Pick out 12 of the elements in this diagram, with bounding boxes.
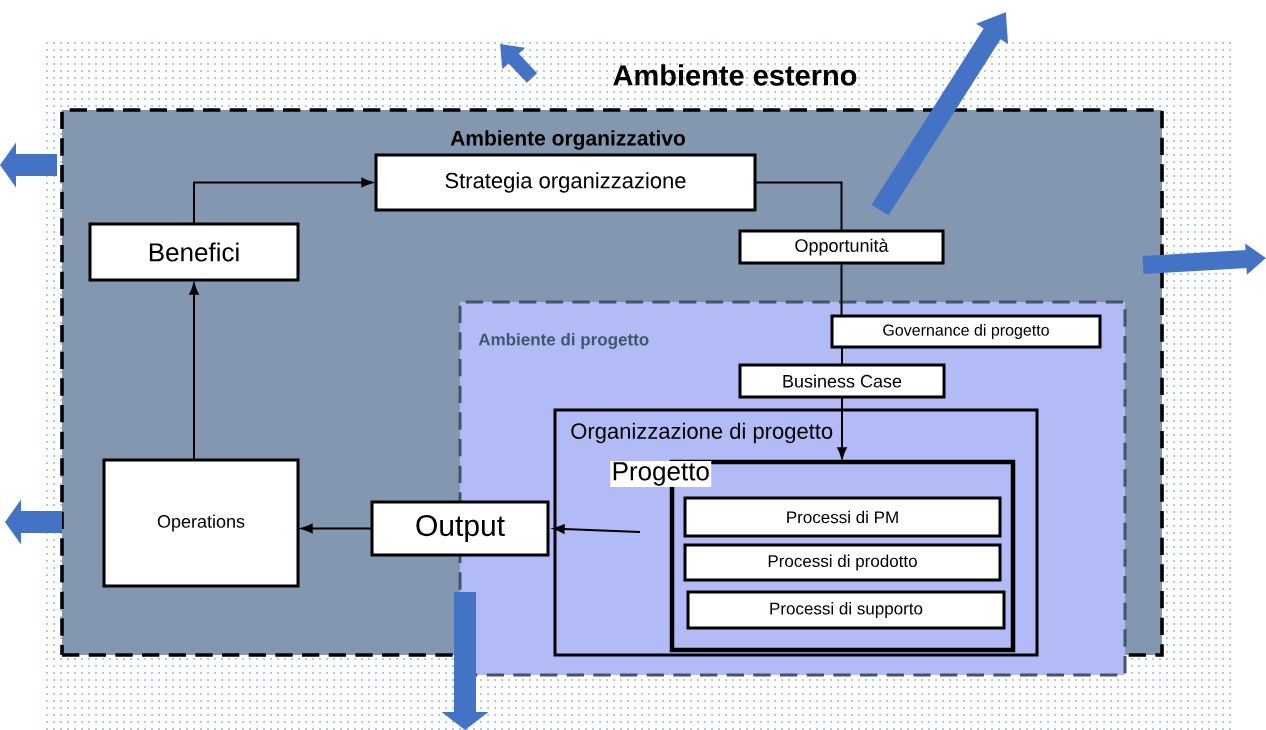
process-box: Strategia organizzazione: [374, 153, 757, 212]
process-box: Governance di progetto: [830, 314, 1102, 349]
process-box: Processi di supporto: [686, 590, 1006, 630]
arrow: [837, 396, 847, 459]
process-box: Operations: [102, 458, 300, 588]
process-box: Output: [370, 500, 550, 557]
process-box: Processi di prodotto: [683, 543, 1002, 582]
process-box: Processi di PM: [683, 496, 1002, 538]
process-box: Business Case: [738, 363, 946, 399]
process-box: Benefici: [88, 222, 300, 282]
arrow: [189, 283, 199, 461]
process-box: Opportunità: [738, 229, 945, 265]
